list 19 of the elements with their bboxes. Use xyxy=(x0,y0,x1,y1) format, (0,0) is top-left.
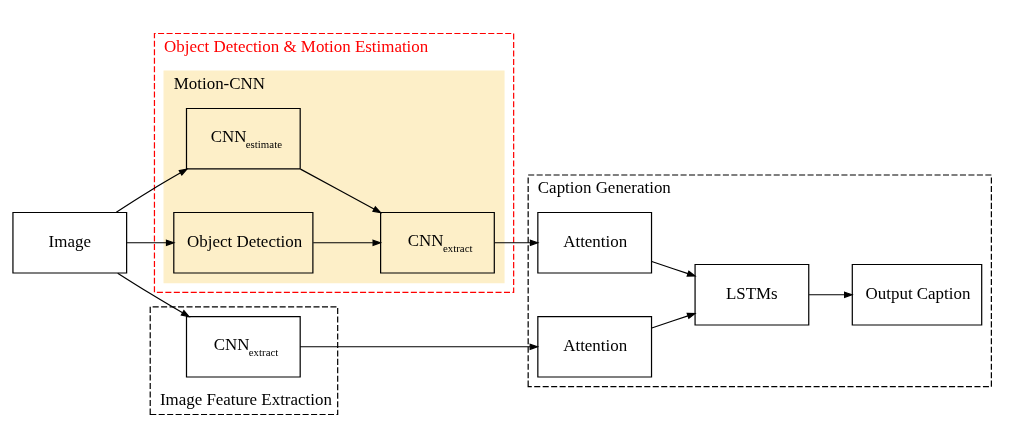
arrow xyxy=(299,168,383,214)
arrow xyxy=(651,312,697,329)
node-box: LSTMs xyxy=(694,263,810,326)
node-box: CNN$_{extract}$ xyxy=(380,211,495,274)
node-box: Image xyxy=(12,211,128,274)
arrow xyxy=(126,239,176,247)
node-box: CNN$_{extract}$ xyxy=(185,315,301,378)
node-box: Attention xyxy=(537,211,653,274)
node-box: Attention xyxy=(537,315,653,378)
arrow xyxy=(312,239,383,247)
node-box: CNN$_{estimate}$ xyxy=(185,107,301,170)
node-box: Output Caption xyxy=(851,263,983,326)
arrow xyxy=(493,239,540,247)
arrow xyxy=(117,272,191,318)
arrow xyxy=(115,168,189,213)
arrow xyxy=(299,343,540,351)
arrow xyxy=(808,291,854,299)
arrow xyxy=(651,260,697,277)
node-box: Object Detection xyxy=(173,211,314,274)
